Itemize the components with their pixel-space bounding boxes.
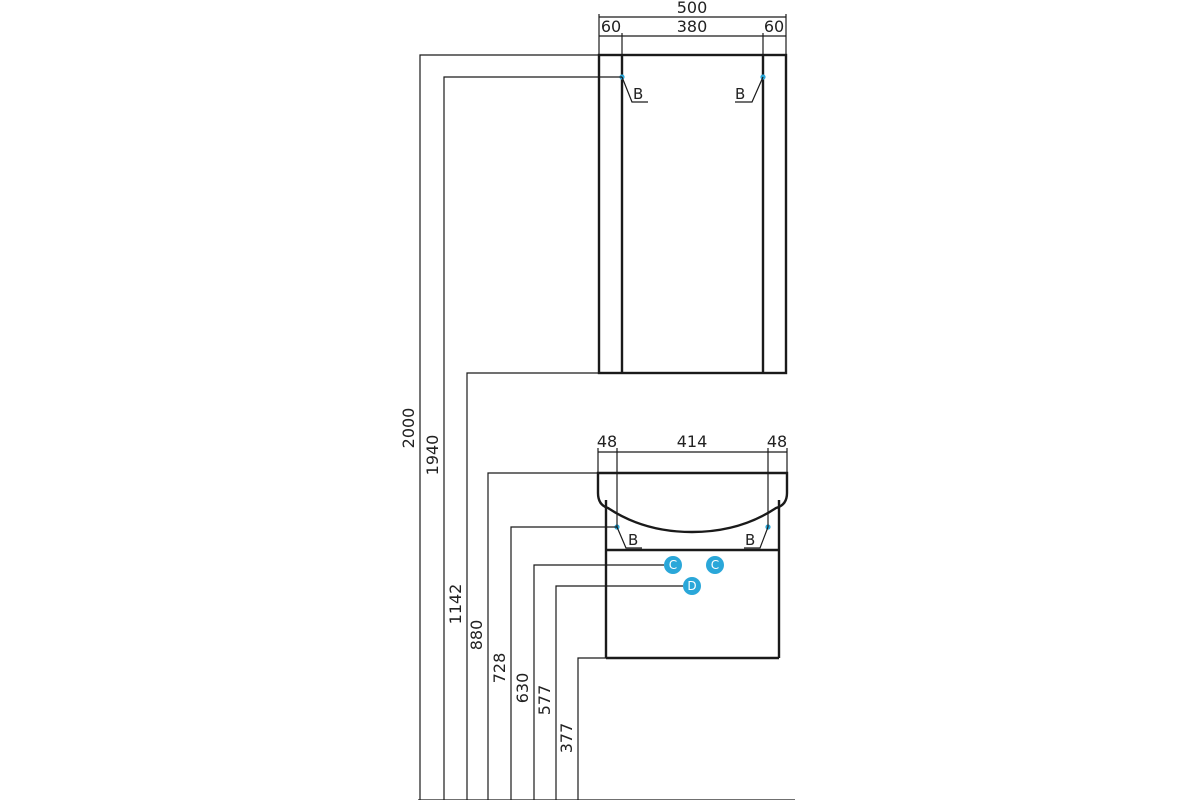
lower-cabinet: B B C C D: [596, 471, 789, 660]
dim-height-728: 728: [490, 653, 509, 684]
dim-line-377: [577, 657, 606, 800]
connection-marker-c-right: [706, 556, 724, 574]
dim-height-880: 880: [467, 620, 486, 651]
hinge-label-right: B: [735, 85, 745, 103]
dim-height-377: 377: [557, 723, 576, 754]
washbasin: [596, 471, 789, 534]
dim-height-630: 630: [513, 673, 532, 704]
upper-cabinet: B B: [597, 53, 788, 375]
connection-marker-c-left: [664, 556, 682, 574]
dim-height-1940: 1940: [423, 435, 442, 476]
dim-lower-left-side: 48: [597, 432, 617, 451]
vanity-hinge-label-right: B: [745, 531, 755, 549]
dim-height-577: 577: [535, 685, 554, 716]
dim-lower-right-side: 48: [767, 432, 787, 451]
vanity-hinge-leader-left: [616, 526, 642, 549]
dim-line-1940: [443, 76, 622, 800]
connection-marker-d: [683, 577, 701, 595]
dim-height-1142: 1142: [446, 584, 465, 625]
upper-width-dimensions: 500 60 380 60: [598, 0, 787, 55]
dim-upper-inner: 380: [677, 17, 708, 36]
lower-width-dimensions: 48 414 48: [597, 432, 788, 527]
height-dimensions: 2000 1940 1142 880 728 630 577 377: [399, 54, 683, 800]
dim-line-630: [533, 564, 664, 800]
dim-lower-inner: 414: [677, 432, 708, 451]
hinge-leader-left: [621, 76, 648, 103]
dim-upper-right-side: 60: [764, 17, 784, 36]
dim-line-2000: [419, 54, 599, 800]
hinge-leader-right: [735, 76, 764, 103]
dim-height-2000: 2000: [399, 408, 418, 449]
dim-upper-left-side: 60: [601, 17, 621, 36]
vanity-hinge-leader-right: [744, 526, 769, 549]
upper-cabinet-outline: [597, 53, 788, 375]
dim-line-1142: [466, 372, 599, 800]
connection-marker-d-label: D: [687, 579, 696, 593]
dim-line-728: [510, 526, 617, 800]
dim-line-880: [487, 472, 598, 800]
dim-line-577: [555, 585, 683, 800]
connection-marker-c-right-label: C: [711, 558, 719, 572]
vanity-hinge-label-left: B: [628, 531, 638, 549]
hinge-label-left: B: [633, 85, 643, 103]
dim-upper-total: 500: [677, 0, 708, 17]
connection-marker-c-left-label: C: [669, 558, 677, 572]
